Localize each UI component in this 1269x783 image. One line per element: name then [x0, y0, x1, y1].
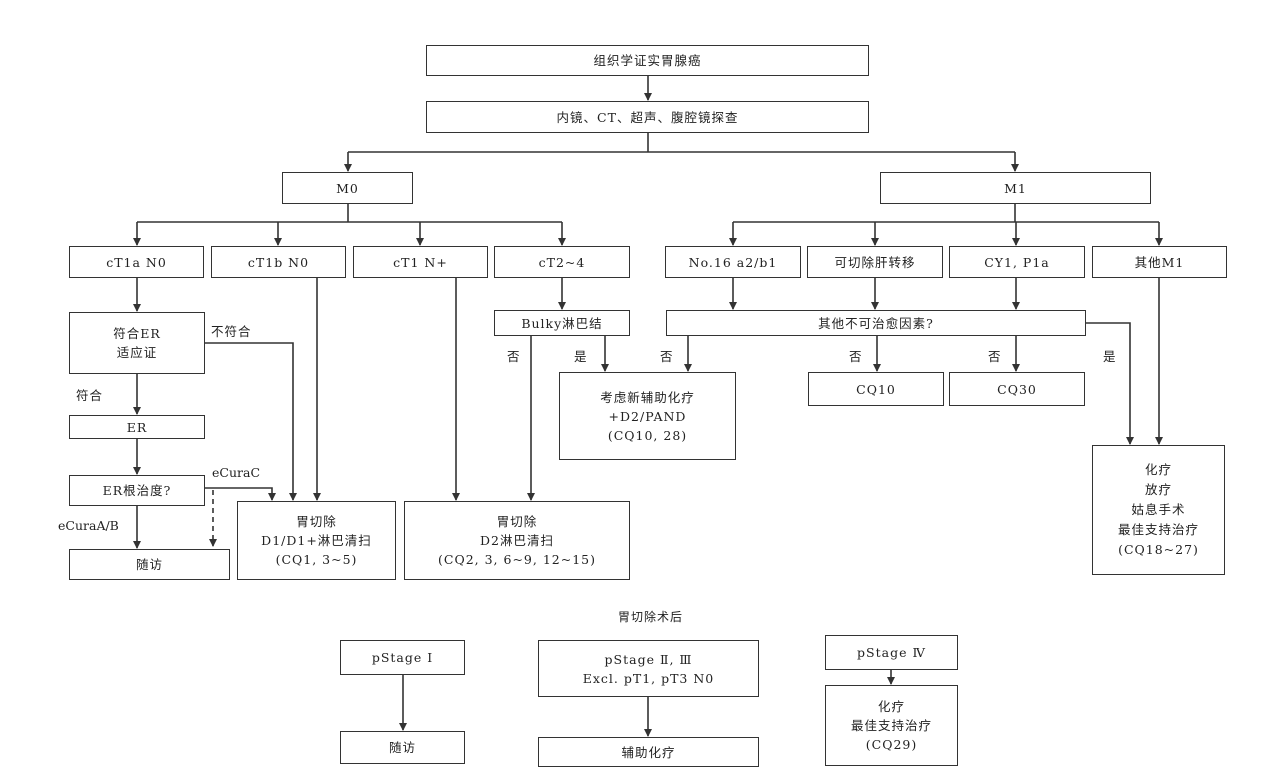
box-cq10: CQ10: [808, 372, 944, 406]
box-histology-text: 组织学证实胃腺癌: [593, 53, 702, 68]
palliative-line-2: 放疗: [1144, 482, 1172, 497]
box-other-m1: 其他M1: [1092, 246, 1227, 278]
box-er-text: ER: [126, 419, 148, 435]
box-staging-exam: 内镜、CT、超声、腹腔镜探查: [426, 101, 869, 133]
neoadjuvant-line-2: +D2/PAND: [608, 408, 687, 424]
box-pstage-1-followup: 随访: [340, 731, 465, 764]
label-met: 符合: [76, 388, 104, 403]
postop-title: 胃切除术后: [618, 610, 684, 624]
box-neoadjuvant: 考虑新辅助化疗 +D2/PAND (CQ10, 28): [559, 372, 736, 460]
box-gastrectomy-d2: 胃切除 D2淋巴清扫 (CQ2, 3, 6~9, 12~15): [404, 501, 630, 580]
label-yes: 是: [1103, 349, 1117, 364]
label-bulky-yes: 是: [574, 349, 588, 364]
box-ct1a-n0: cT1a N0: [69, 246, 204, 278]
pstage-4-treatment-line-3: (CQ29): [865, 737, 918, 752]
box-pstage-4-treatment: 化疗 最佳支持治疗 (CQ29): [825, 685, 958, 766]
label-no-2: 否: [849, 349, 863, 364]
box-cq30-text: CQ30: [997, 381, 1037, 397]
box-ct1b-n0-text: cT1b N0: [247, 254, 310, 270]
box-er-curability: ER根治度?: [69, 475, 205, 506]
box-m0-text: M0: [336, 180, 359, 196]
label-bulky-no: 否: [507, 349, 521, 364]
box-ct1-nplus-text: cT1 N+: [393, 254, 448, 270]
box-ct2-4-text: cT2~4: [538, 254, 586, 270]
palliative-line-1: 化疗: [1144, 462, 1172, 477]
gastrectomy-d2-line-2: D2淋巴清扫: [480, 533, 554, 548]
box-pstage-4-text: pStage Ⅳ: [857, 645, 926, 660]
box-gastrectomy-d1: 胃切除 D1/D1+淋巴清扫 (CQ1, 3~5): [237, 501, 396, 580]
box-ct1a-n0-text: cT1a N0: [106, 254, 167, 270]
box-bulky-nodes-text: Bulky淋巴结: [521, 315, 603, 331]
box-histology: 组织学证实胃腺癌: [426, 45, 869, 76]
box-ct2-4: cT2~4: [494, 246, 630, 278]
er-indication-line-2: 适应证: [116, 345, 158, 360]
box-er: ER: [69, 415, 205, 439]
neoadjuvant-line-1: 考虑新辅助化疗: [600, 389, 695, 405]
box-adjuvant: 辅助化疗: [538, 737, 759, 767]
box-pstage-1: pStage Ⅰ: [340, 640, 465, 675]
box-pstage-2-3: pStage Ⅱ, Ⅲ Excl. pT1, pT3 N0: [538, 640, 759, 697]
neoadjuvant-line-3: (CQ10, 28): [607, 427, 688, 443]
box-incurable-factors-text: 其他不可治愈因素?: [818, 315, 934, 331]
gastrectomy-d2-line-1: 胃切除: [496, 514, 538, 529]
box-other-m1-text: 其他M1: [1134, 254, 1185, 270]
box-ct1-nplus: cT1 N+: [353, 246, 488, 278]
box-ct1b-n0: cT1b N0: [211, 246, 346, 278]
label-not-met: 不符合: [211, 324, 252, 339]
box-pstage-1-text: pStage Ⅰ: [371, 650, 434, 665]
box-followup: 随访: [69, 549, 230, 580]
pstage-4-treatment-line-2: 最佳支持治疗: [850, 718, 932, 733]
pstage-2-3-line-2: Excl. pT1, pT3 N0: [582, 670, 715, 686]
palliative-line-4: 最佳支持治疗: [1117, 522, 1199, 537]
pstage-2-3-line-1: pStage Ⅱ, Ⅲ: [604, 651, 693, 667]
label-ecura-c: eCuraC: [212, 465, 261, 480]
box-pstage-4: pStage Ⅳ: [825, 635, 958, 670]
label-no-3: 否: [988, 349, 1002, 364]
er-indication-line-1: 符合ER: [113, 326, 161, 341]
gastrectomy-d2-line-3: (CQ2, 3, 6~9, 12~15): [438, 552, 596, 567]
box-resectable-liver: 可切除肝转移: [807, 246, 943, 278]
box-m1: M1: [880, 172, 1151, 204]
box-cq10-text: CQ10: [856, 381, 896, 397]
box-adjuvant-text: 辅助化疗: [621, 744, 676, 760]
box-er-curability-text: ER根治度?: [102, 483, 172, 498]
box-followup-text: 随访: [135, 557, 163, 572]
box-er-indication: 符合ER 适应证: [69, 312, 205, 374]
box-pstage-1-followup-text: 随访: [388, 740, 416, 755]
box-cy1-p1a-text: CY1, P1a: [984, 254, 1050, 270]
box-resectable-liver-text: 可切除肝转移: [834, 254, 916, 270]
box-bulky-nodes: Bulky淋巴结: [494, 310, 630, 336]
box-incurable-factors: 其他不可治愈因素?: [666, 310, 1086, 336]
label-no-1: 否: [660, 349, 674, 364]
gastrectomy-d1-line-1: 胃切除: [296, 514, 337, 529]
box-m0: M0: [282, 172, 413, 204]
box-m1-text: M1: [1004, 180, 1027, 196]
label-ecura-ab: eCuraA/B: [58, 518, 119, 533]
box-no16: No.16 a2/b1: [665, 246, 801, 278]
box-palliative: 化疗 放疗 姑息手术 最佳支持治疗 (CQ18~27): [1092, 445, 1225, 575]
palliative-line-3: 姑息手术: [1131, 502, 1186, 517]
box-staging-exam-text: 内镜、CT、超声、腹腔镜探查: [556, 109, 739, 125]
gastrectomy-d1-line-2: D1/D1+淋巴清扫: [261, 533, 372, 548]
box-no16-text: No.16 a2/b1: [688, 254, 778, 270]
box-cy1-p1a: CY1, P1a: [949, 246, 1085, 278]
box-cq30: CQ30: [949, 372, 1085, 406]
pstage-4-treatment-line-1: 化疗: [877, 699, 905, 714]
gastrectomy-d1-line-3: (CQ1, 3~5): [275, 552, 358, 567]
palliative-line-5: (CQ18~27): [1118, 542, 1199, 557]
